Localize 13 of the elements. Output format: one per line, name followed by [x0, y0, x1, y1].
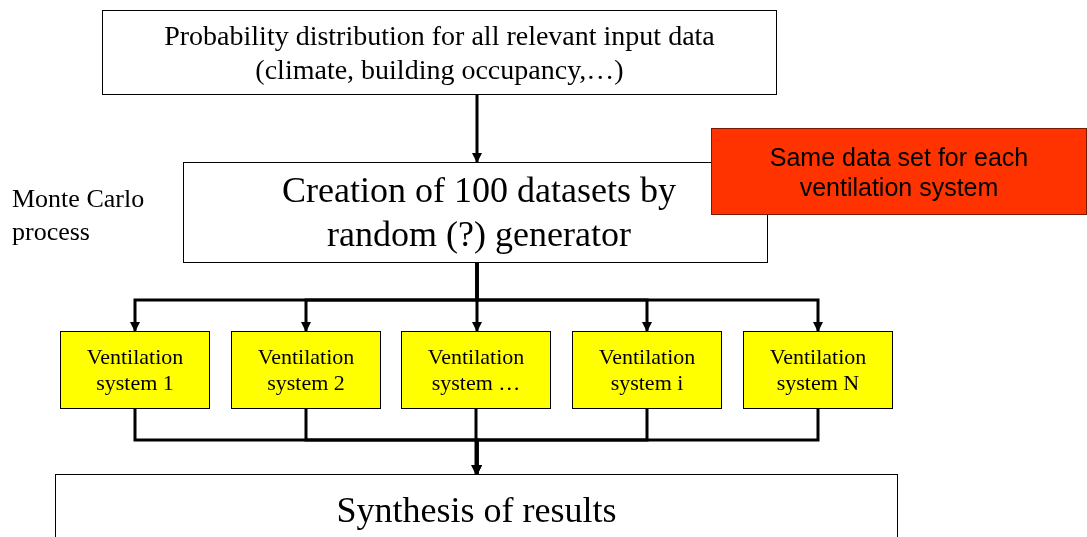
process-box: Synthesis of results: [55, 474, 898, 537]
arrow: [475, 263, 823, 332]
arrow: [471, 409, 481, 475]
process-box: Probability distribution for all relevant input data (climate, building occupancy,…): [102, 10, 777, 95]
side-label: Monte Carlo process: [12, 183, 146, 248]
note-box: Same data set for each ventilation system: [711, 128, 1087, 215]
arrow: [472, 95, 482, 163]
system-box: Ventilation system …: [401, 331, 551, 409]
system-box: Ventilation system 2: [231, 331, 381, 409]
system-box: Ventilation system i: [572, 331, 722, 409]
system-box: Ventilation system 1: [60, 331, 210, 409]
process-box: Creation of 100 datasets by random (?) generator: [183, 162, 768, 263]
system-box: Ventilation system N: [743, 331, 893, 409]
